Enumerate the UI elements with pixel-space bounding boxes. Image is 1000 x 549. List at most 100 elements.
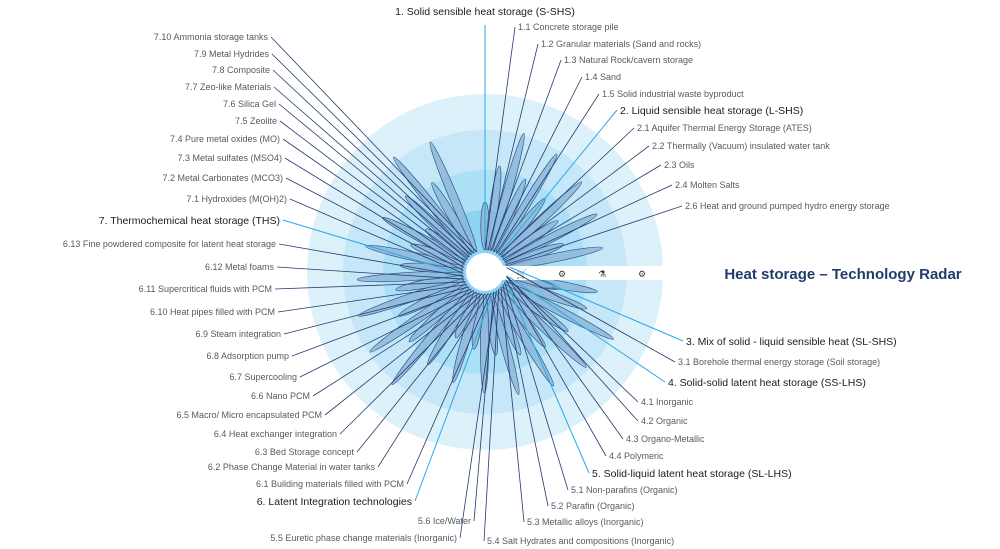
item-leader-line <box>502 164 662 260</box>
item-leader-line <box>274 281 466 290</box>
technology-label: 4.3 Organo-Metallic <box>626 434 705 444</box>
technology-label: 4.4 Polymeric <box>609 451 664 461</box>
item-leader-line <box>502 284 549 507</box>
technology-blip <box>504 213 598 263</box>
technology-label: 5.1 Non-parafins (Organic) <box>571 485 678 495</box>
item-leader-line <box>490 59 562 251</box>
category-label: 1. Solid sensible heat storage (S-SHS) <box>395 6 575 18</box>
technology-label: 6.8 Adsorption pump <box>206 351 289 361</box>
item-leader-line <box>276 266 465 280</box>
category-leader-line <box>500 109 618 253</box>
technology-blip <box>356 270 464 283</box>
technology-label: 7.4 Pure metal oxides (MO) <box>170 134 280 144</box>
category-leader-line <box>509 266 684 342</box>
category-leader-line <box>282 219 461 274</box>
technology-label: 6.5 Macro/ Micro encapsulated PCM <box>176 410 322 420</box>
item-leader-line <box>487 43 539 251</box>
technology-label: 7.9 Metal Hydrides <box>194 49 270 59</box>
technology-label: 2.1 Aquifer Thermal Energy Storage (ATES… <box>637 123 812 133</box>
item-leader-line <box>291 288 472 357</box>
technology-label: 5.5 Euretic phase change materials (Inor… <box>270 533 457 543</box>
gear-icon: ⚙ <box>638 270 646 280</box>
label-leader-lines <box>270 25 684 542</box>
technology-label: 7.1 Hydroxides (M(OH)2) <box>186 194 287 204</box>
item-leader-line <box>500 287 525 523</box>
technology-blip <box>495 290 555 387</box>
item-leader-line <box>289 198 464 274</box>
technology-blip <box>495 153 558 254</box>
item-leader-line <box>272 69 472 256</box>
gears-icon: ⚙ <box>558 270 566 280</box>
category-label: 5. Solid-liquid latent heat storage (SL-… <box>592 468 792 480</box>
item-leader-line <box>498 127 635 256</box>
technology-label: 6.3 Bed Storage concept <box>255 447 355 457</box>
item-leader-line <box>278 243 464 277</box>
technology-label: 6.7 Supercooling <box>229 372 297 382</box>
radar-labels: 1. Solid sensible heat storage (S-SHS) 1.… <box>63 6 897 546</box>
item-leader-line <box>506 267 676 363</box>
technology-label: 6.12 Metal foams <box>205 262 275 272</box>
technology-label: 4.1 Inorganic <box>641 397 694 407</box>
item-leader-line <box>285 177 464 271</box>
category-leader-line <box>506 283 590 474</box>
item-leader-line <box>312 291 477 397</box>
item-leader-line <box>505 279 607 457</box>
technology-blip <box>429 141 478 253</box>
item-leader-line <box>506 276 624 440</box>
item-leader-line <box>356 293 486 453</box>
item-leader-line <box>506 275 639 422</box>
radar-center-hub <box>466 253 504 291</box>
flask-icon: ⚗ <box>598 270 606 280</box>
technology-label: 2.6 Heat and ground pumped hydro energy … <box>685 201 890 211</box>
technology-label: 6.6 Nano PCM <box>251 391 310 401</box>
technology-label: 1.4 Sand <box>585 72 621 82</box>
technology-label: 6.4 Heat exchanger integration <box>214 429 337 439</box>
item-leader-line <box>271 53 475 254</box>
technology-label: 6.13 Fine powdered composite for latent … <box>63 239 276 249</box>
technology-label: 5.2 Parafin (Organic) <box>551 501 635 511</box>
technology-label: 7.3 Metal sulfates (MSO4) <box>177 153 282 163</box>
technology-label: 5.4 Salt Hydrates and compositions (Inor… <box>487 536 674 546</box>
item-leader-line <box>406 293 492 485</box>
technology-label: 7.6 Silica Gel <box>223 99 276 109</box>
item-leader-line <box>500 145 650 258</box>
category-leader-line <box>509 276 666 383</box>
item-leader-line <box>377 293 489 468</box>
item-leader-line <box>493 76 583 252</box>
item-leader-line <box>339 293 483 435</box>
category-label: 2. Liquid sensible heat storage (L-SHS) <box>620 105 803 117</box>
item-leader-line <box>284 157 464 268</box>
technology-label: 7.8 Composite <box>212 65 270 75</box>
item-leader-line <box>496 93 600 254</box>
technology-label: 3.1 Borehole thermal energy storage (Soi… <box>678 357 880 367</box>
technology-label: 6.9 Steam integration <box>195 329 281 339</box>
item-leader-line <box>278 103 468 260</box>
technology-label: 1.2 Granular materials (Sand and rocks) <box>541 39 701 49</box>
item-leader-line <box>299 290 474 378</box>
technology-blip <box>500 286 587 368</box>
technology-label: 4.2 Organic <box>641 416 688 426</box>
technology-label: 5.3 Metallic alloys (Inorganic) <box>527 517 644 527</box>
technology-label: 5.6 Ice/Water <box>418 516 471 526</box>
technology-label: 6.1 Building materials filled with PCM <box>256 479 404 489</box>
technology-label: 7.7 Zeo-like Materials <box>185 82 272 92</box>
technology-label: 6.10 Heat pipes filled with PCM <box>150 307 275 317</box>
category-leader-line <box>414 295 493 502</box>
cart-icon: 🛒 <box>516 268 527 280</box>
item-leader-line <box>483 289 500 542</box>
item-leader-line <box>270 36 477 252</box>
category-label: 6. Latent Integration technologies <box>257 496 412 508</box>
technology-label: 7.2 Metal Carbonates (MCO3) <box>162 173 283 183</box>
technology-blip <box>452 292 480 383</box>
technology-label: 2.4 Molten Salts <box>675 180 740 190</box>
item-leader-line <box>273 86 470 258</box>
item-leader-line <box>484 26 516 251</box>
item-leader-line <box>279 120 466 263</box>
technology-label: 7.5 Zeolite <box>235 116 277 126</box>
item-leader-line <box>504 184 673 263</box>
radar-stage-band: 🛒 ⚙ ⚗ ⚙ <box>500 266 665 280</box>
technology-label: 6.2 Phase Change Material in water tanks <box>208 462 376 472</box>
stage-band <box>500 266 665 280</box>
technology-label: 1.5 Solid industrial waste byproduct <box>602 89 744 99</box>
